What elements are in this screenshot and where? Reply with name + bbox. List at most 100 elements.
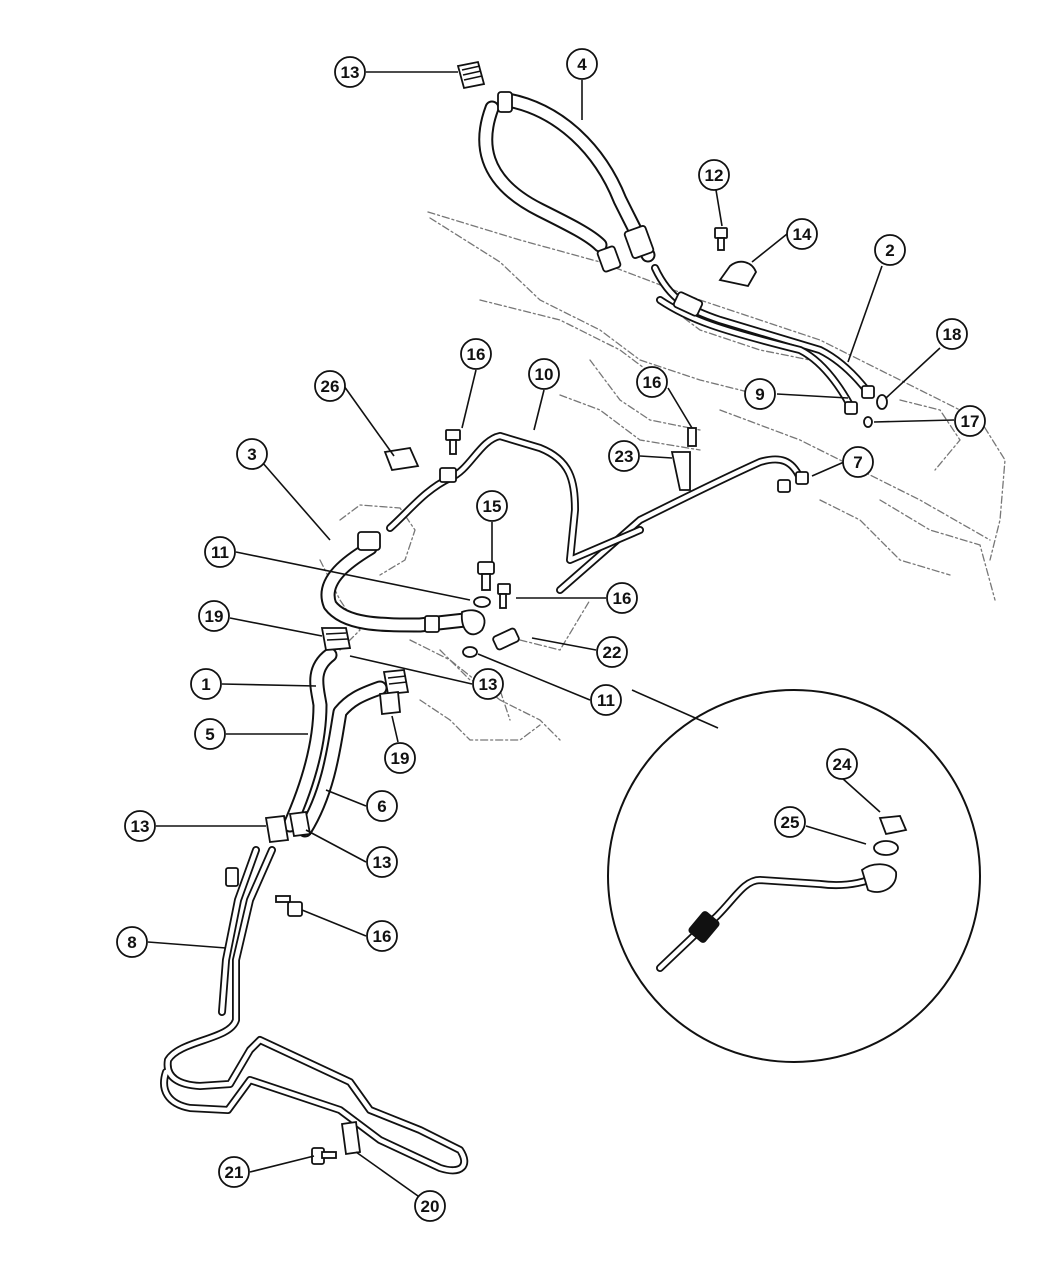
callout-16-mid: 16 bbox=[606, 582, 638, 614]
callout-label: 13 bbox=[479, 675, 498, 694]
clamp-13-top bbox=[456, 60, 486, 90]
bracket-23 bbox=[670, 427, 697, 491]
callout-16-lower: 16 bbox=[366, 920, 398, 952]
callout-11-left: 11 bbox=[204, 536, 236, 568]
callout-label: 11 bbox=[597, 691, 615, 710]
callout-label: 19 bbox=[391, 749, 410, 768]
callout-21: 21 bbox=[218, 1156, 250, 1188]
callout-circle bbox=[384, 742, 416, 774]
callout-5: 5 bbox=[194, 718, 226, 750]
callout-circle bbox=[194, 718, 226, 750]
clamp-13-mid bbox=[382, 669, 410, 695]
callout-label: 17 bbox=[961, 412, 980, 431]
callout-label: 2 bbox=[885, 241, 894, 260]
callout-13-top: 13 bbox=[334, 56, 366, 88]
leader-lines bbox=[147, 71, 955, 1197]
callout-circle bbox=[636, 366, 668, 398]
callout-circle bbox=[528, 358, 560, 390]
callout-label: 13 bbox=[373, 853, 392, 872]
callout-13-left: 13 bbox=[124, 810, 156, 842]
callout-16-upper: 16 bbox=[460, 338, 492, 370]
callout-25: 25 bbox=[774, 806, 806, 838]
callout-8: 8 bbox=[116, 926, 148, 958]
callout-circle bbox=[826, 748, 858, 780]
callout-label: 9 bbox=[755, 385, 764, 404]
callout-label: 24 bbox=[833, 755, 852, 774]
callout-circle bbox=[366, 790, 398, 822]
callout-circle bbox=[936, 318, 968, 350]
callout-12: 12 bbox=[698, 159, 730, 191]
callout-label: 3 bbox=[247, 445, 256, 464]
callout-circle bbox=[606, 582, 638, 614]
callout-label: 18 bbox=[943, 325, 962, 344]
callout-circle bbox=[842, 446, 874, 478]
callout-3: 3 bbox=[236, 438, 268, 470]
callout-7: 7 bbox=[842, 446, 874, 478]
callout-circle bbox=[786, 218, 818, 250]
callout-label: 14 bbox=[793, 225, 812, 244]
callout-label: 25 bbox=[781, 813, 800, 832]
callout-11-right: 11 bbox=[590, 684, 622, 716]
callout-20: 20 bbox=[414, 1190, 446, 1222]
callout-circle bbox=[204, 536, 236, 568]
callout-10: 10 bbox=[528, 358, 560, 390]
washer-11-right bbox=[462, 646, 478, 658]
clip-26 bbox=[383, 447, 420, 471]
callout-label: 7 bbox=[853, 453, 862, 472]
callout-label: 12 bbox=[705, 166, 724, 185]
callout-circle bbox=[472, 668, 504, 700]
washer-11-left bbox=[473, 596, 491, 608]
callout-label: 1 bbox=[201, 675, 210, 694]
o-ring-17 bbox=[863, 416, 873, 428]
bolt-15 bbox=[477, 561, 495, 591]
callout-circle bbox=[774, 806, 806, 838]
callout-14: 14 bbox=[786, 218, 818, 250]
callout-circle bbox=[124, 810, 156, 842]
callout-13-mid: 13 bbox=[472, 668, 504, 700]
callout-label: 5 bbox=[205, 725, 214, 744]
o-ring-18 bbox=[876, 394, 888, 410]
bolt-21 bbox=[311, 1147, 337, 1165]
callout-circle bbox=[366, 920, 398, 952]
callout-circle bbox=[218, 1156, 250, 1188]
callout-label: 10 bbox=[535, 365, 554, 384]
callout-label: 6 bbox=[377, 797, 386, 816]
callout-circle bbox=[116, 926, 148, 958]
bolt-16-mid bbox=[497, 583, 511, 609]
bolt-16-lower bbox=[275, 895, 303, 917]
chassis-outline bbox=[319, 211, 1006, 741]
callout-15: 15 bbox=[476, 490, 508, 522]
callout-circle bbox=[744, 378, 776, 410]
hose-4 bbox=[478, 91, 656, 273]
callout-13-lower: 13 bbox=[366, 846, 398, 878]
callout-label: 4 bbox=[577, 55, 587, 74]
callout-22: 22 bbox=[596, 636, 628, 668]
callout-label: 21 bbox=[225, 1163, 244, 1182]
tube-2 bbox=[651, 264, 875, 415]
callout-label: 16 bbox=[373, 927, 392, 946]
bolt-16-upper bbox=[445, 429, 461, 455]
callout-label: 26 bbox=[321, 377, 340, 396]
hose-3 bbox=[320, 531, 486, 636]
callout-circle bbox=[954, 405, 986, 437]
callout-label: 22 bbox=[603, 643, 622, 662]
callout-label: 20 bbox=[421, 1197, 440, 1216]
tube-8 bbox=[160, 846, 469, 1175]
clamp-13-lower-pair bbox=[264, 811, 312, 843]
clip-20 bbox=[340, 1120, 362, 1156]
callout-4: 4 bbox=[566, 48, 598, 80]
callout-circle bbox=[566, 48, 598, 80]
tube-10 bbox=[386, 432, 644, 564]
callout-9: 9 bbox=[744, 378, 776, 410]
callout-circle bbox=[366, 846, 398, 878]
callout-24: 24 bbox=[826, 748, 858, 780]
callout-1: 1 bbox=[190, 668, 222, 700]
callout-circle bbox=[334, 56, 366, 88]
callout-2: 2 bbox=[874, 234, 906, 266]
callout-label: 16 bbox=[613, 589, 632, 608]
callout-circle bbox=[590, 684, 622, 716]
callout-circle bbox=[198, 600, 230, 632]
callout-23: 23 bbox=[608, 440, 640, 472]
